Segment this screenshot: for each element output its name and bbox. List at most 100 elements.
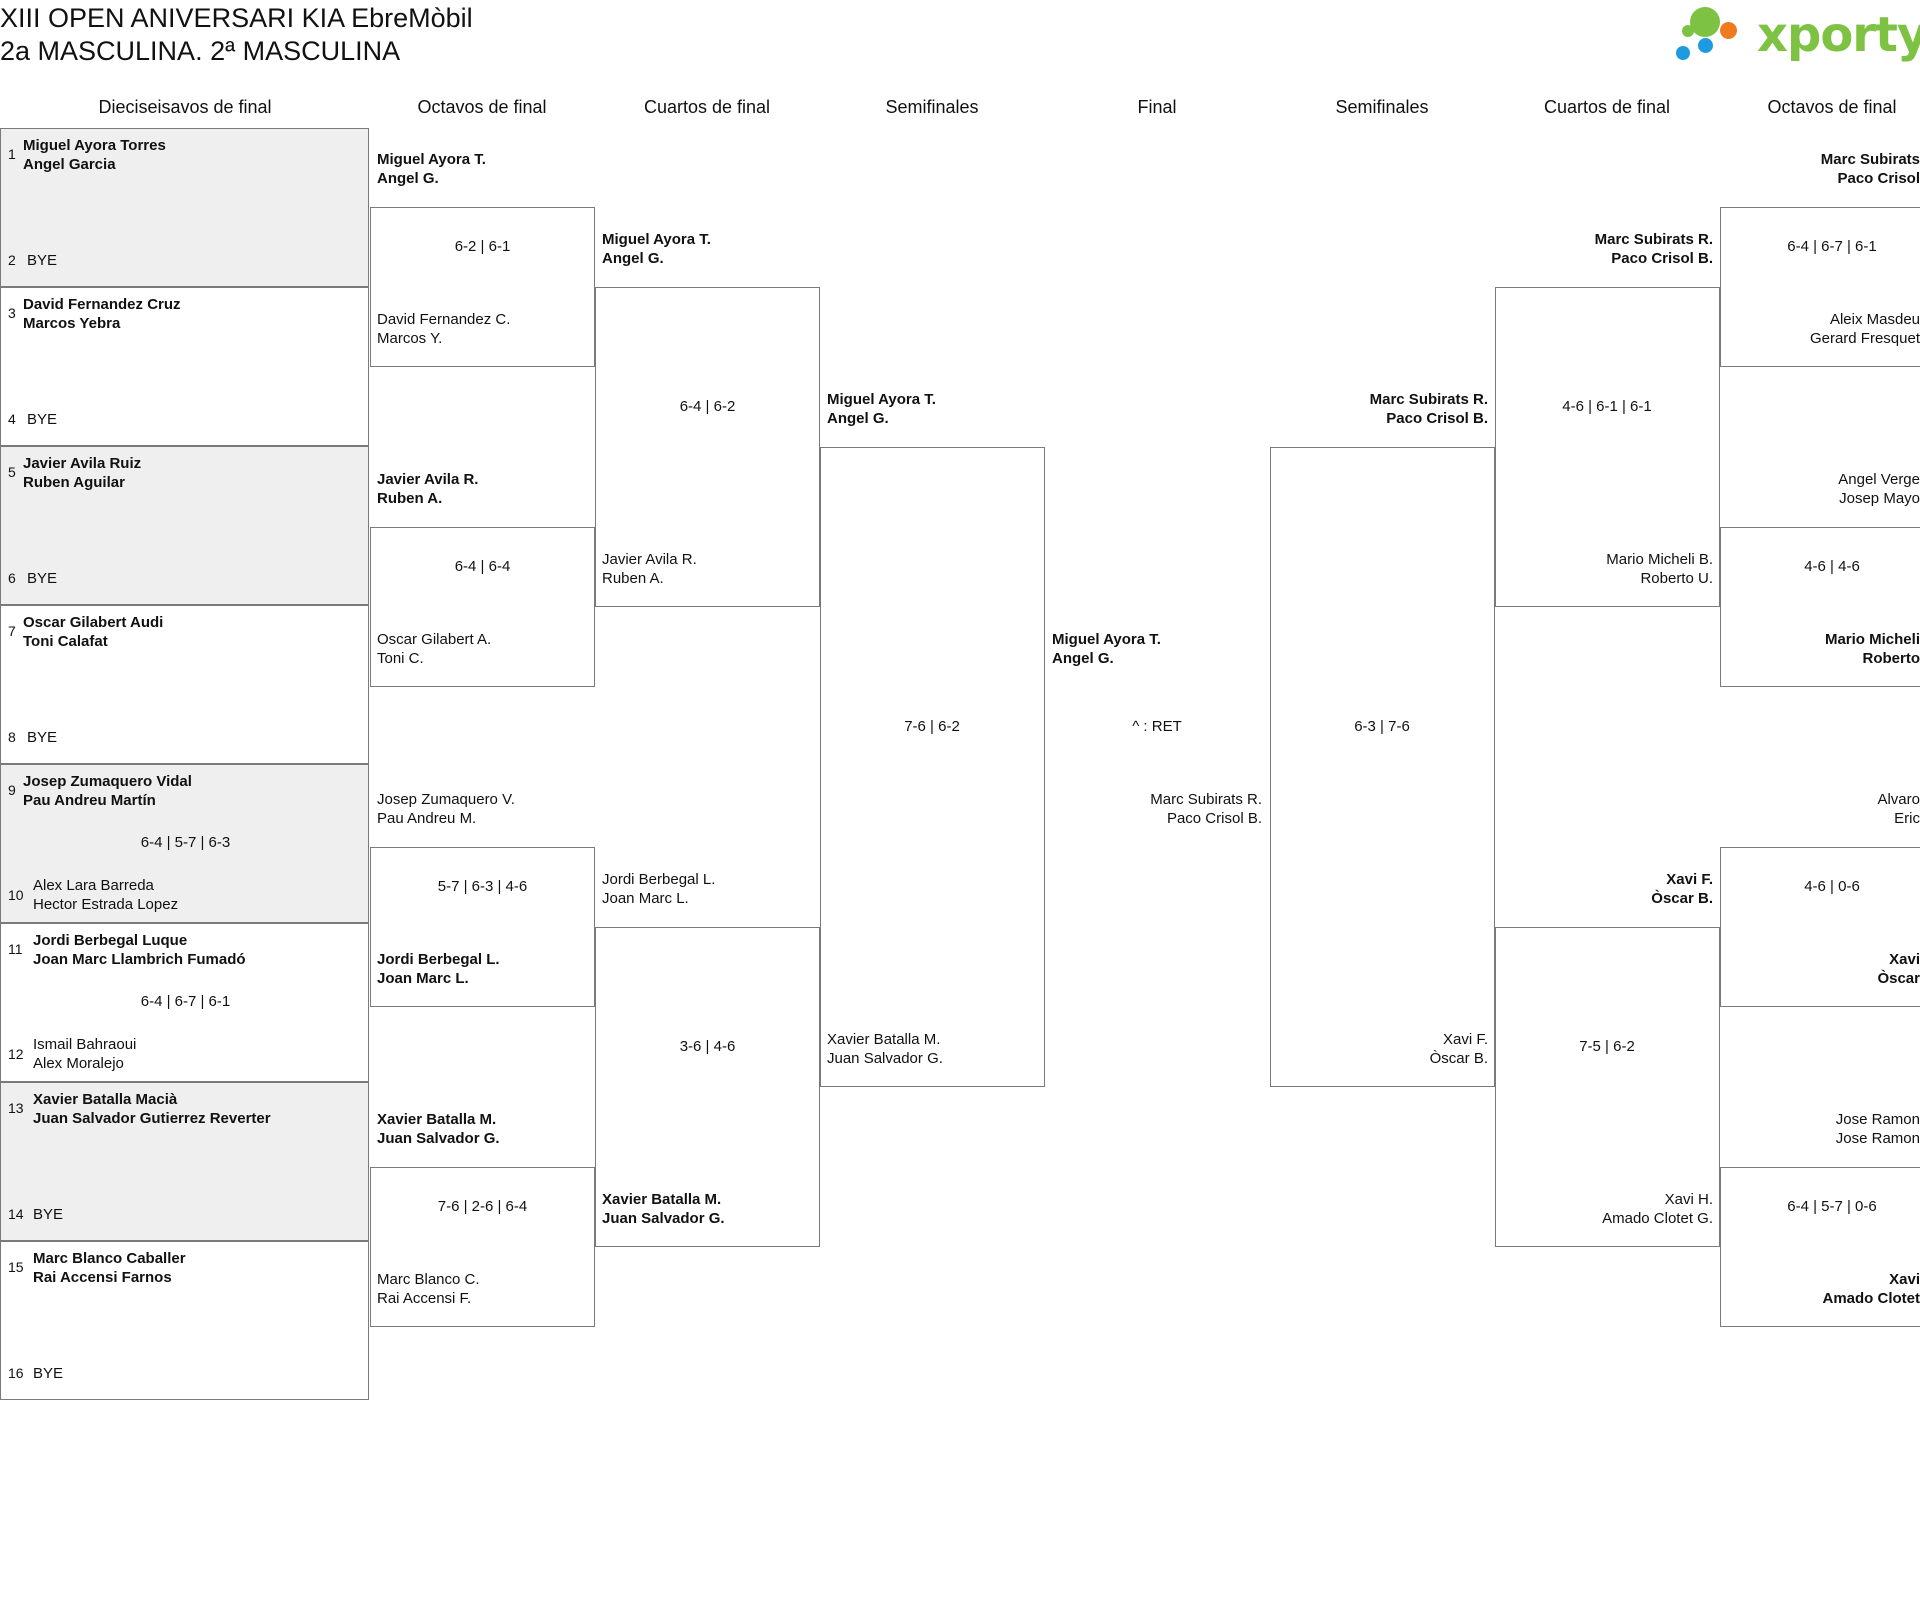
logo-dot-2 — [1720, 22, 1737, 39]
team-name: Xavier Batalla M. Juan Salvador G. — [377, 1111, 500, 1147]
xporty-logo: xporty — [1676, 2, 1920, 68]
team-name: Miguel Ayora Torres Angel Garcia — [23, 137, 166, 173]
round32-match-1: 1 Miguel Ayora Torres Angel Garcia 2 BYE — [0, 128, 369, 287]
seed-number: 16 — [8, 1365, 24, 1381]
team-name: David Fernandez Cruz Marcos Yebra — [23, 296, 181, 332]
logo-dot-4 — [1682, 25, 1694, 37]
match-score: 6-4 | 6-4 — [454, 558, 511, 575]
seed-number: 10 — [8, 887, 24, 903]
seed-number: 1 — [8, 146, 16, 162]
match-score: 7-5 | 6-2 — [1579, 1038, 1635, 1055]
seed-number: 14 — [8, 1206, 24, 1222]
logo-dot-1 — [1690, 7, 1720, 37]
seed-number: 5 — [8, 464, 16, 480]
final-score: ^ : RET — [1132, 718, 1182, 735]
match-score: 4-6 | 4-6 — [1804, 558, 1860, 575]
qf-left-match-1 — [595, 287, 820, 607]
bye-label: BYE — [27, 570, 58, 587]
qf-right-match-1 — [1495, 287, 1720, 607]
r16-right-match-4 — [1720, 1167, 1920, 1327]
match-score: 3-6 | 4-6 — [679, 1038, 736, 1055]
team-name: Jose Ramon Jose Ramon — [1835, 1111, 1920, 1147]
team-name: Marc Subirats R. Paco Crisol B. — [1594, 231, 1713, 267]
qf-right-match-2 — [1495, 927, 1720, 1247]
match-score: 6-4 | 6-7 | 6-1 — [1787, 238, 1877, 255]
bye-label: BYE — [33, 1365, 64, 1382]
seed-number: 3 — [8, 305, 16, 321]
team-name: Xavi Òscar — [1877, 951, 1920, 987]
seed-number: 2 — [8, 252, 16, 268]
team-name: Mario Micheli Roberto — [1824, 631, 1920, 667]
team-name: Aleix Masdeu Gerard Fresquet — [1809, 311, 1920, 347]
team-name: Xavi Amado Clotet — [1822, 1271, 1920, 1307]
team-name: Oscar Gilabert Audi Toni Calafat — [23, 614, 164, 650]
round32-match-3: 5 Javier Avila Ruiz Ruben Aguilar 6 BYE — [0, 446, 369, 605]
team-name: Ismail Bahraoui Alex Moralejo — [33, 1036, 137, 1072]
r16-left-match-2 — [370, 527, 595, 687]
r16-right-match-3 — [1720, 847, 1920, 1007]
r16-right-match-2 — [1720, 527, 1920, 687]
r16-left-match-3 — [370, 847, 595, 1007]
column-header-6: Semifinales — [1335, 97, 1429, 117]
column-header-7: Cuartos de final — [1543, 97, 1671, 117]
bye-label: BYE — [33, 1206, 64, 1223]
seed-number: 4 — [8, 411, 16, 427]
match-score: 7-6 | 2-6 | 6-4 — [437, 1198, 528, 1215]
seed-number: 13 — [8, 1100, 24, 1116]
team-name: Miguel Ayora T. Angel G. — [377, 151, 486, 187]
column-header-1: Dieciseisavos de final — [98, 97, 272, 117]
seed-number: 15 — [8, 1259, 24, 1275]
finalist-team: Miguel Ayora T. Angel G. — [1052, 631, 1161, 667]
team-name: Angel Verge Josep Mayo — [1838, 471, 1920, 507]
team-name: Jordi Berbegal L. Joan Marc L. — [377, 951, 500, 987]
team-name: Jordi Berbegal Luque Joan Marc Llambrich… — [33, 932, 246, 968]
r16-right-match-1 — [1720, 207, 1920, 367]
match-score: 7-6 | 6-2 — [904, 718, 960, 735]
team-name: Jordi Berbegal L. Joan Marc L. — [602, 871, 716, 907]
team-name: Xavi F. Òscar B. — [1429, 1031, 1488, 1067]
sf-right-match — [1270, 447, 1495, 1087]
match-score: 6-2 | 6-1 — [454, 238, 511, 255]
bye-label: BYE — [27, 411, 58, 428]
bye-label: BYE — [27, 252, 58, 269]
column-header-3: Cuartos de final — [643, 97, 771, 117]
team-name: Javier Avila R. Ruben A. — [602, 551, 697, 587]
column-header-4: Semifinales — [885, 97, 979, 117]
team-name: Javier Avila Ruiz Ruben Aguilar — [23, 455, 142, 491]
column-header-8: Octavos de final — [1767, 97, 1897, 117]
match-score: 6-3 | 7-6 — [1354, 718, 1410, 735]
seed-number: 8 — [8, 729, 16, 745]
match-score: 4-6 | 0-6 — [1804, 878, 1860, 895]
team-name: Xavi H. Amado Clotet G. — [1602, 1191, 1713, 1227]
bye-label: BYE — [27, 729, 58, 746]
team-name: Javier Avila R. Ruben A. — [377, 471, 479, 507]
team-name: Alex Lara Barreda Hector Estrada Lopez — [33, 877, 179, 913]
column-header-2: Octavos de final — [417, 97, 547, 117]
team-name: Josep Zumaquero Vidal Pau Andreu Martín — [23, 773, 192, 809]
match-score: 6-4 | 5-7 | 0-6 — [1787, 1198, 1877, 1215]
team-name: Xavi F. Òscar B. — [1651, 871, 1713, 907]
match-score: 6-4 | 6-2 — [679, 398, 736, 415]
team-name: Xavier Batalla M. Juan Salvador G. — [602, 1191, 725, 1227]
qf-left-match-2 — [595, 927, 820, 1247]
team-name: Xavier Batalla M. Juan Salvador G. — [827, 1031, 943, 1067]
logo-wordmark: xporty — [1757, 7, 1920, 63]
match-score: 4-6 | 6-1 | 6-1 — [1562, 398, 1652, 415]
team-name: Mario Micheli B. Roberto U. — [1606, 551, 1713, 587]
team-name: Marc Subirats Paco Crisol — [1820, 151, 1920, 187]
match-score: 6-4 | 6-7 | 6-1 — [140, 993, 231, 1010]
round32-match-4: 7 Oscar Gilabert Audi Toni Calafat 8 BYE — [0, 605, 369, 764]
team-name: David Fernandez C. Marcos Y. — [377, 311, 511, 347]
team-name: Oscar Gilabert A. Toni C. — [377, 631, 492, 667]
match-score: 6-4 | 5-7 | 6-3 — [140, 834, 231, 851]
team-name: Marc Blanco C. Rai Accensi F. — [377, 1271, 480, 1307]
finalist-team: Marc Subirats R. Paco Crisol B. — [1150, 791, 1262, 827]
seed-number: 7 — [8, 623, 16, 639]
seed-number: 6 — [8, 570, 16, 586]
category-title: 2a MASCULINA. 2ª MASCULINA — [0, 36, 401, 66]
